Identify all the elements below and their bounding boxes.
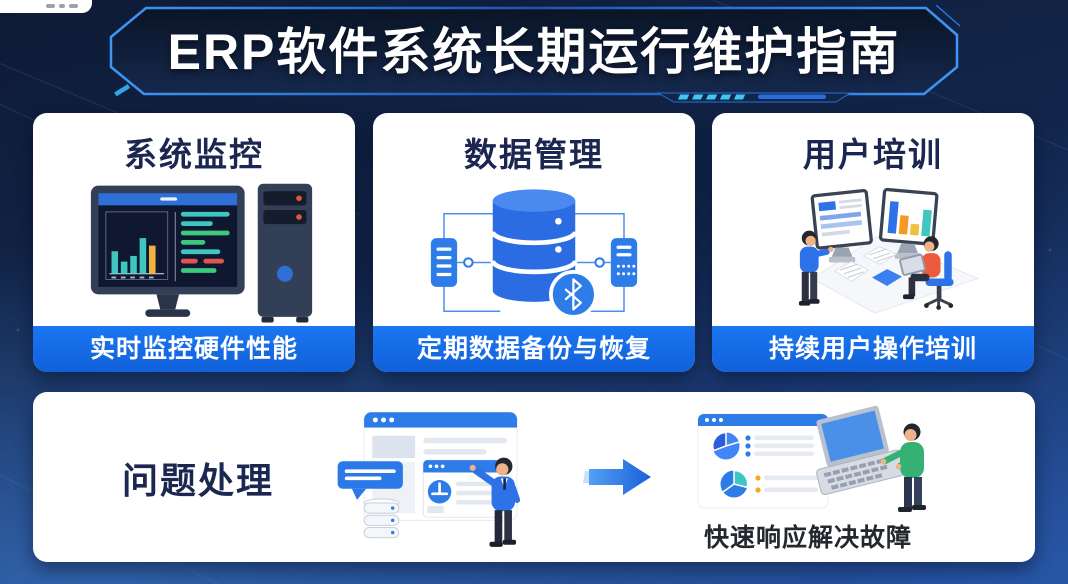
database-backup-illustration xyxy=(430,189,638,319)
card-user-training: 用户培训 xyxy=(712,113,1034,372)
banner-frame xyxy=(109,5,960,103)
document-sheets xyxy=(833,246,903,286)
server-icon-left xyxy=(430,238,458,287)
pc-tower xyxy=(257,183,313,323)
watermark-pill xyxy=(0,0,92,13)
monitor-right xyxy=(878,187,939,246)
browser-window xyxy=(363,411,518,521)
card-title: 数据管理 xyxy=(464,136,604,173)
card-caption: 定期数据备份与恢复 xyxy=(373,326,695,372)
title-banner: ERP软件系统长期运行维护指南 xyxy=(108,5,960,105)
process-caption: 快速响应解决故障 xyxy=(703,524,912,552)
database-stack-icon xyxy=(363,498,400,539)
hud-dash-decor xyxy=(677,94,746,100)
monitor-left xyxy=(810,188,873,250)
card-data-management: 数据管理 xyxy=(373,113,695,372)
tablet-icon xyxy=(899,253,926,276)
server-icon-right xyxy=(610,238,638,287)
hud-tick-decor xyxy=(114,84,131,97)
desktop-monitoring-illustration xyxy=(90,183,313,323)
card-title: 用户培训 xyxy=(803,136,943,173)
bar-chart-icon xyxy=(105,211,169,280)
watermark-mark xyxy=(59,4,65,8)
card-caption: 持续用户操作培训 xyxy=(712,326,1034,372)
chat-bubble-icon xyxy=(337,461,403,500)
pie-chart-icon xyxy=(720,469,749,498)
person-support xyxy=(469,457,521,547)
page-title: ERP软件系统长期运行维护指南 xyxy=(167,24,901,80)
support-ticket-illustration xyxy=(337,411,521,547)
clock-icon xyxy=(427,480,452,504)
blue-sheet xyxy=(872,269,903,286)
watermark-mark xyxy=(69,4,78,8)
card-caption: 实时监控硬件性能 xyxy=(33,326,355,372)
person-technician xyxy=(880,423,926,512)
watermark-mark xyxy=(46,4,55,8)
arrow-right-icon xyxy=(583,459,651,495)
person-standing xyxy=(798,230,834,306)
log-lines-icon xyxy=(180,211,230,273)
connector-node xyxy=(594,257,605,268)
connector-node xyxy=(463,257,474,268)
process-title: 问题处理 xyxy=(121,460,274,501)
user-training-illustration xyxy=(798,187,980,314)
bluetooth-icon xyxy=(549,270,598,319)
card-system-monitoring: 系统监控 xyxy=(33,113,355,372)
person-sitting xyxy=(899,236,954,310)
card-problem-handling: 问题处理 xyxy=(33,392,1035,562)
database-icon xyxy=(490,189,578,302)
report-window xyxy=(697,413,829,509)
card-title: 系统监控 xyxy=(124,136,264,173)
pie-chart-icon xyxy=(712,431,740,460)
issue-resolved-illustration xyxy=(697,405,926,512)
monitor-stand xyxy=(156,294,179,310)
